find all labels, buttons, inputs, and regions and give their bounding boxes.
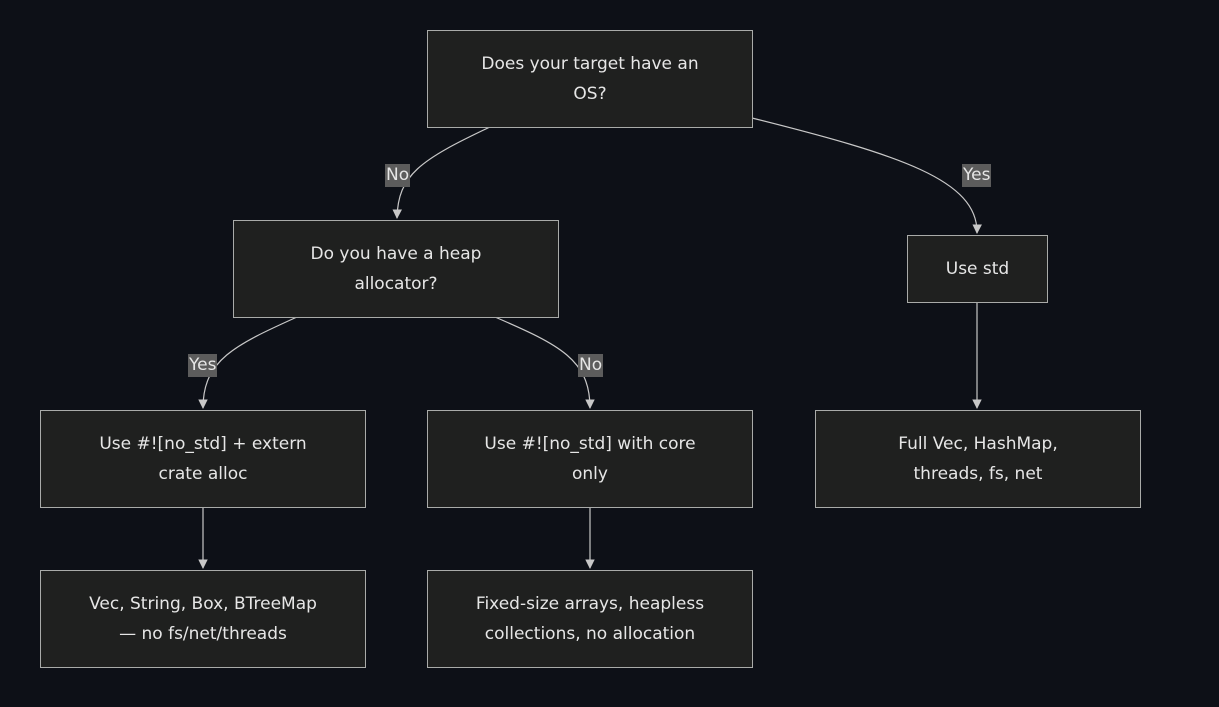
node-text-line: Fixed-size arrays, heapless	[475, 594, 705, 614]
edge-heap-to-alloc	[198, 316, 298, 409]
edge-label-heap-yes: Yes	[188, 354, 218, 377]
node-text-line: Does your target have an	[481, 54, 699, 74]
node-text-line: Vec, String, Box, BTreeMap	[89, 594, 317, 614]
edge-os-to-heap	[392, 126, 491, 219]
heap-question-node: Do you have a heap allocator?	[233, 220, 559, 318]
node-text-line: Use #![no_std] with core	[484, 434, 696, 454]
node-text-line: crate alloc	[158, 464, 248, 484]
node-text-line: OS?	[573, 84, 607, 104]
core-result-node: Fixed-size arrays, heapless collections,…	[427, 570, 753, 668]
edge-heap-to-core	[494, 316, 595, 409]
use-std-node: Use std	[907, 235, 1048, 303]
node-text-line: Full Vec, HashMap,	[898, 434, 1058, 454]
node-text-line: Do you have a heap	[310, 244, 482, 264]
no-std-alloc-node: Use #![no_std] + extern crate alloc	[40, 410, 366, 508]
node-text-line: Use #![no_std] + extern	[99, 434, 307, 454]
no-std-core-node: Use #![no_std] with core only	[427, 410, 753, 508]
edge-label-os-yes: Yes	[962, 164, 992, 187]
edge-os-to-use-std	[751, 117, 982, 234]
full-std-node: Full Vec, HashMap, threads, fs, net	[815, 410, 1141, 508]
alloc-result-node: Vec, String, Box, BTreeMap — no fs/net/t…	[40, 570, 366, 668]
node-text-line: threads, fs, net	[913, 464, 1043, 484]
node-text-line: Use std	[945, 259, 1010, 279]
node-text-line: only	[572, 464, 608, 484]
node-text-line: collections, no allocation	[484, 624, 696, 644]
edge-label-os-no: No	[385, 164, 411, 187]
node-text-line: — no fs/net/threads	[119, 624, 287, 644]
os-question-node: Does your target have an OS?	[427, 30, 753, 128]
edge-label-heap-no: No	[578, 354, 604, 377]
node-text-line: allocator?	[354, 274, 438, 294]
